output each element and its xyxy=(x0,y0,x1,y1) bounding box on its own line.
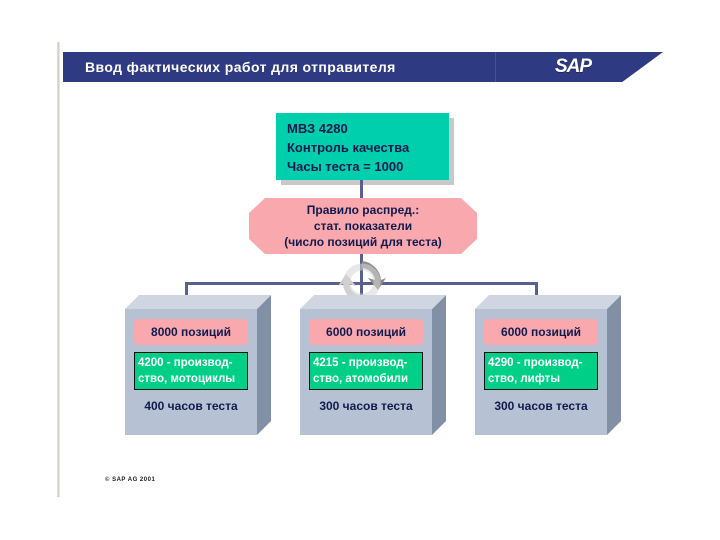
receiver-order-1: 4200 - производ- ство, мотоциклы xyxy=(134,352,248,390)
receiver-order-2: 4215 - производ- ство, атомобили xyxy=(309,352,423,390)
cost-center-line3: Часы теста = 1000 xyxy=(287,159,404,174)
slide-header: Ввод фактических работ для отправителя S… xyxy=(63,49,663,82)
header-bar xyxy=(63,49,543,82)
cost-center-line2: Контроль качества xyxy=(287,140,410,155)
box-top-face xyxy=(475,295,621,309)
receiver-positions-1: 8000 позиций xyxy=(134,319,248,345)
box-side-face xyxy=(607,295,621,435)
receiver-hours-2: 300 часов теста xyxy=(319,399,413,413)
distribution-rule-node: Правило распред.: стат. показатели (числ… xyxy=(249,198,477,254)
receiver-order-line2-2: ство, атомобили xyxy=(313,373,409,385)
receiver-positions-3: 6000 позиций xyxy=(484,319,598,345)
copyright-notice: © SAP AG 2001 xyxy=(105,477,156,483)
box-side-face xyxy=(257,295,271,435)
receiver-order-line1-2: 4215 - производ- xyxy=(313,357,408,369)
receiver-order-line1-3: 4290 - производ- xyxy=(488,357,583,369)
receiver-hours-1: 400 часов теста xyxy=(144,399,238,413)
cost-center-node: МВЗ 4280 Контроль качества Часы теста = … xyxy=(276,113,449,180)
cost-center-line1: МВЗ 4280 xyxy=(287,121,348,136)
box-top-face xyxy=(300,295,446,309)
box-side-face xyxy=(432,295,446,435)
receiver-order-line2-1: ство, мотоциклы xyxy=(138,373,236,385)
receiver-hours-3: 300 часов теста xyxy=(494,399,588,413)
receiver-order-line2-3: ство, лифты xyxy=(488,373,561,385)
rule-line2: стат. показатели xyxy=(313,219,413,233)
receiver-order-line1-1: 4200 - производ- xyxy=(138,357,233,369)
page-title: Ввод фактических работ для отправителя xyxy=(85,59,396,75)
receiver-order-3: 4290 - производ- ство, лифты xyxy=(484,352,598,390)
rule-line1: Правило распред.: xyxy=(306,203,420,217)
receiver-box-3: 6000 позиций 4290 - производ- ство, лифт… xyxy=(475,295,621,435)
box-top-face xyxy=(125,295,271,309)
receiver-box-2: 6000 позиций 4215 - производ- ство, атом… xyxy=(300,295,446,435)
sap-logo: SAP xyxy=(555,56,592,77)
rule-line3: (число позиций для теста) xyxy=(284,235,442,249)
left-vertical-rule xyxy=(57,42,60,497)
header-divider-1 xyxy=(495,52,496,82)
connector-costcenter-to-rule xyxy=(360,180,363,202)
receiver-positions-2: 6000 позиций xyxy=(309,319,423,345)
receiver-box-1: 8000 позиций 4200 - производ- ство, мото… xyxy=(125,295,271,435)
